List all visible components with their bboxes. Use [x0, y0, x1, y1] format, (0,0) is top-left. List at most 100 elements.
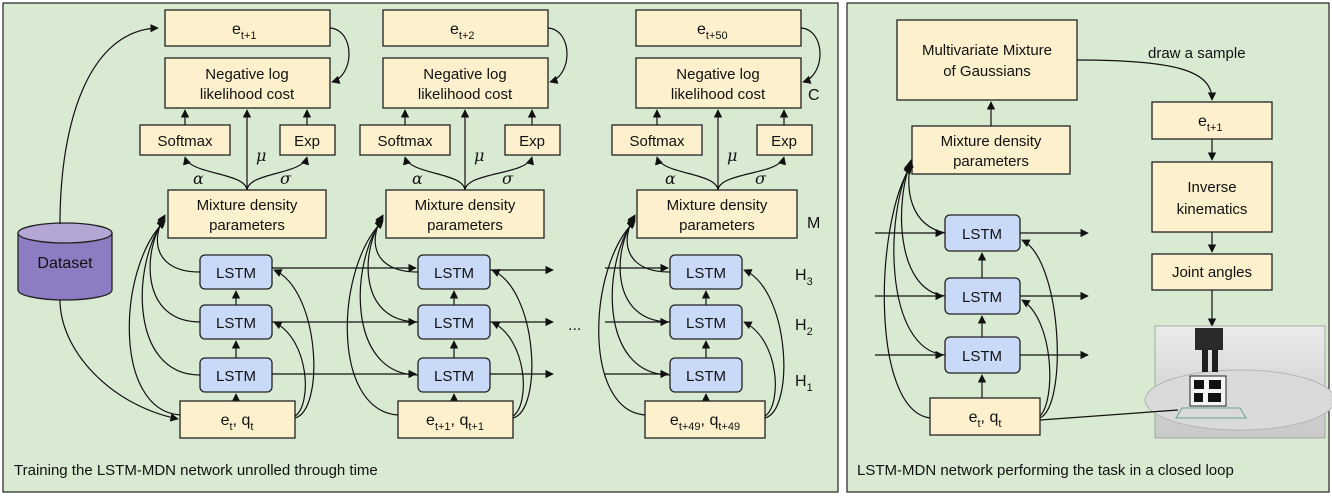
in-skip-1-a — [273, 269, 315, 419]
sigma-arrow-3 — [717, 156, 786, 191]
target-label-3: et+50 — [697, 21, 728, 42]
input-box-3 — [644, 400, 766, 439]
ik-label-a: Inverse — [1187, 179, 1236, 196]
mdp-box-1 — [167, 189, 327, 239]
cost-box-2 — [382, 57, 549, 109]
in-skip-3-a — [743, 269, 785, 419]
cost-label-1a: Negative log — [205, 66, 288, 83]
mmg-box — [896, 19, 1078, 101]
target-label-1: et+1 — [232, 21, 257, 42]
softmax-label-3: Softmax — [629, 133, 685, 150]
lstm-label-2-1: LSTM — [434, 368, 474, 385]
mdp-label-2a: Mixture density — [415, 197, 516, 214]
lstm-right-label-2: LSTM — [962, 289, 1002, 306]
e-next-box — [1151, 101, 1273, 140]
lstm-label-1-1: LSTM — [216, 368, 256, 385]
lstm-label-1-2: LSTM — [216, 315, 256, 332]
label-C: C — [808, 87, 820, 104]
sample-arrow — [1076, 59, 1217, 101]
right-skip-d — [883, 165, 931, 419]
left-caption: Training the LSTM-MDN network unrolled t… — [14, 462, 378, 479]
mmg-label-a: Multivariate Mixture — [922, 42, 1052, 59]
cost-label-1b: likelihood cost — [200, 86, 295, 103]
right-skip-c — [893, 163, 946, 356]
input-label-2: et+1, qt+1 — [426, 412, 484, 433]
in-skip-2-b — [491, 321, 524, 417]
ik-label-b: kinematics — [1177, 201, 1248, 218]
target-box-2 — [382, 9, 549, 47]
lstm-label-1-3: LSTM — [216, 265, 256, 282]
input-label-1: et, qt — [221, 412, 254, 433]
mdp-box-3 — [636, 189, 798, 239]
e-next-label: et+1 — [1198, 113, 1223, 134]
exp-box-1 — [279, 124, 336, 156]
target-to-cost-arrow-2 — [547, 27, 568, 84]
alpha-label-2: α — [412, 169, 423, 188]
skip-1-c — [141, 218, 201, 376]
target-box-1 — [164, 9, 331, 47]
skip-3-d — [598, 220, 646, 416]
skip-1-d — [128, 220, 181, 416]
lstm-right-label-3: LSTM — [962, 226, 1002, 243]
right-caption: LSTM-MDN network performing the task in … — [857, 462, 1234, 479]
skip-3-c — [611, 218, 671, 376]
softmax-box-3 — [611, 124, 703, 156]
target-box-3 — [635, 9, 802, 47]
cost-label-2b: likelihood cost — [418, 86, 513, 103]
robot-photo — [1144, 325, 1332, 439]
mu-label-1: μ — [256, 146, 266, 165]
cost-label-2a: Negative log — [423, 66, 506, 83]
cost-label-3b: likelihood cost — [671, 86, 766, 103]
mmg-label-b: of Gaussians — [943, 63, 1031, 80]
ellipsis: ... — [568, 317, 581, 334]
exp-label-3: Exp — [771, 133, 797, 150]
in-skip-2-a — [491, 269, 533, 419]
alpha-label-1: α — [193, 169, 204, 188]
skip-2-d — [346, 220, 399, 416]
alpha-arrow-3 — [655, 156, 719, 191]
mdp-label-right-a: Mixture density — [941, 133, 1042, 150]
skip-2-c — [359, 218, 419, 376]
input-box-2 — [397, 400, 514, 439]
exp-label-1: Exp — [294, 133, 320, 150]
input-box-1 — [179, 400, 296, 439]
ik-box — [1151, 161, 1273, 233]
robot-to-input-line — [1039, 409, 1179, 421]
label-H3: H3 — [795, 267, 813, 288]
exp-box-2 — [504, 124, 561, 156]
in-skip-1-b — [273, 321, 306, 417]
dataset-to-input-arrow — [59, 299, 179, 422]
in-skip-3-b — [743, 321, 776, 417]
alpha-arrow-2 — [402, 156, 466, 191]
dataset-to-target-arrow — [59, 24, 159, 225]
softmax-label-2: Softmax — [377, 133, 433, 150]
joint-angles-label: Joint angles — [1172, 264, 1252, 281]
input-box-right — [929, 397, 1041, 436]
joint-angles-box — [1151, 253, 1273, 291]
mdp-label-1a: Mixture density — [197, 197, 298, 214]
mdp-box-2 — [385, 189, 545, 239]
mdp-label-3a: Mixture density — [667, 197, 768, 214]
cost-box-3 — [635, 57, 802, 109]
mdp-label-right-b: parameters — [953, 153, 1029, 170]
column-1: et+1 Negative log likelihood cost Softma… — [128, 9, 350, 439]
label-M: M — [807, 215, 820, 232]
lstm-label-2-3: LSTM — [434, 265, 474, 282]
right-skip-b — [900, 161, 946, 297]
target-to-cost-arrow-3 — [800, 27, 821, 84]
softmax-label-1: Softmax — [157, 133, 213, 150]
label-H1: H1 — [795, 373, 813, 394]
sigma-arrow-2 — [464, 156, 534, 191]
mdp-label-2b: parameters — [427, 217, 503, 234]
input-label-right: et, qt — [969, 409, 1002, 430]
lstm-label-2-2: LSTM — [434, 315, 474, 332]
mdp-label-1b: parameters — [209, 217, 285, 234]
sigma-label-2: σ — [502, 169, 514, 188]
target-to-cost-arrow-1 — [329, 27, 350, 84]
label-H2: H2 — [795, 317, 813, 338]
exp-label-2: Exp — [519, 133, 545, 150]
cost-box-1 — [164, 57, 331, 109]
alpha-label-3: α — [665, 169, 676, 188]
mu-label-2: μ — [474, 146, 484, 165]
sigma-arrow-1 — [246, 156, 310, 191]
